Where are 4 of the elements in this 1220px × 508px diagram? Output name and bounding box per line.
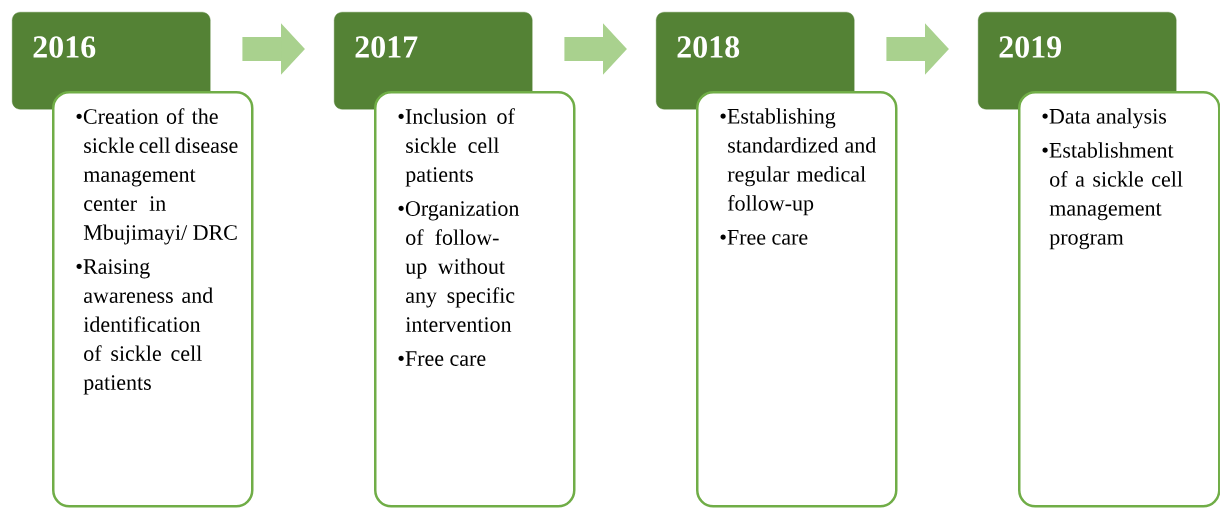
description-card: •Creation of the sickle cell disease management center in Mbujimayi/ DRC •Raising awareness and identification of sickle cell patients (52, 91, 254, 508)
description-card: •Establishing standardized and regular medical follow-up •Free care (696, 91, 898, 508)
description-card: •Data analysis •Establishment of a sickle cell management program (1018, 91, 1220, 508)
description-card: •Inclusion of sickle cell patients •Organization of follow-up without any specific intervention •Free care (374, 91, 576, 508)
